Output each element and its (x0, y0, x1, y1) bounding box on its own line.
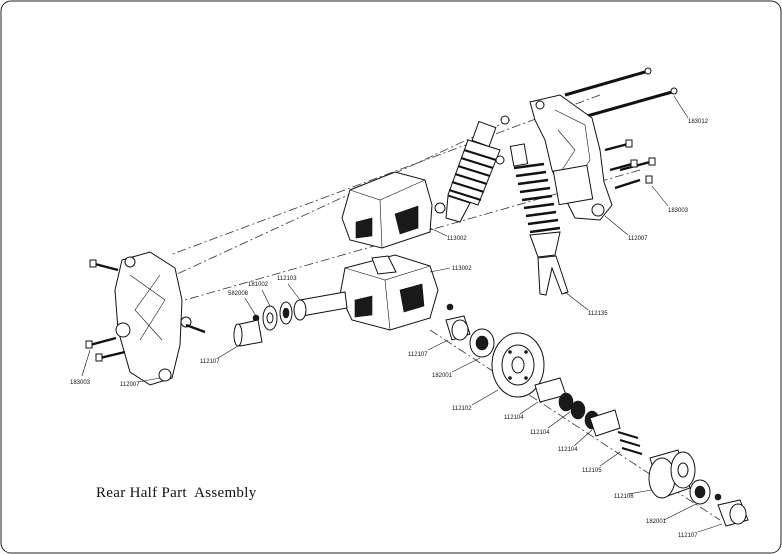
center-coupler-and-bearing (445, 303, 495, 358)
label-112107-left: 112107 (200, 359, 220, 365)
label-182001-right: 182001 (646, 519, 667, 525)
label-582008: 582008 (228, 291, 249, 297)
label-113002-mid: 113002 (452, 266, 472, 272)
label-112102: 112102 (452, 406, 472, 412)
right-hub-carrier (529, 94, 613, 221)
label-112007-left: 112007 (120, 382, 140, 388)
label-113002-top: 113002 (447, 236, 467, 242)
part-labels: 183012 113002 112007 183003 112135 11300… (70, 119, 709, 539)
label-112104-b: 112104 (530, 430, 550, 436)
label-181002: 181002 (248, 282, 269, 288)
differential-gears (534, 377, 621, 437)
label-112107-center: 112107 (408, 352, 428, 358)
gearbox-housing-middle (339, 254, 439, 331)
label-112135: 112135 (588, 311, 608, 317)
assembly-axis-lines (169, 94, 721, 521)
leader-lines (81, 95, 723, 533)
label-183003-right: 183003 (668, 208, 689, 214)
shock-absorber-left (445, 115, 510, 223)
label-183003-left: 183003 (70, 380, 91, 386)
label-112107-right: 112107 (678, 533, 698, 539)
shock-absorber-right (509, 143, 569, 296)
assembly-title: Rear Half Part Assembly (96, 485, 257, 501)
label-112103: 112103 (277, 276, 297, 282)
label-112106: 112106 (614, 494, 634, 500)
gearbox-housing-top (341, 171, 446, 249)
wheel-hub-drum (648, 449, 749, 527)
brake-disc (491, 332, 545, 398)
label-112007-right: 112007 (628, 236, 648, 242)
axle-shaft-assembly (233, 291, 348, 347)
left-hub-carrier (85, 251, 206, 386)
label-183012: 183012 (688, 119, 709, 125)
label-182001-center: 182001 (432, 373, 453, 379)
label-112105: 112105 (582, 468, 602, 474)
label-112104-a: 112104 (504, 415, 524, 421)
label-112104-c: 112104 (558, 447, 578, 453)
long-bolt-rods (564, 67, 678, 120)
right-screws (604, 139, 656, 190)
pins (617, 431, 643, 455)
